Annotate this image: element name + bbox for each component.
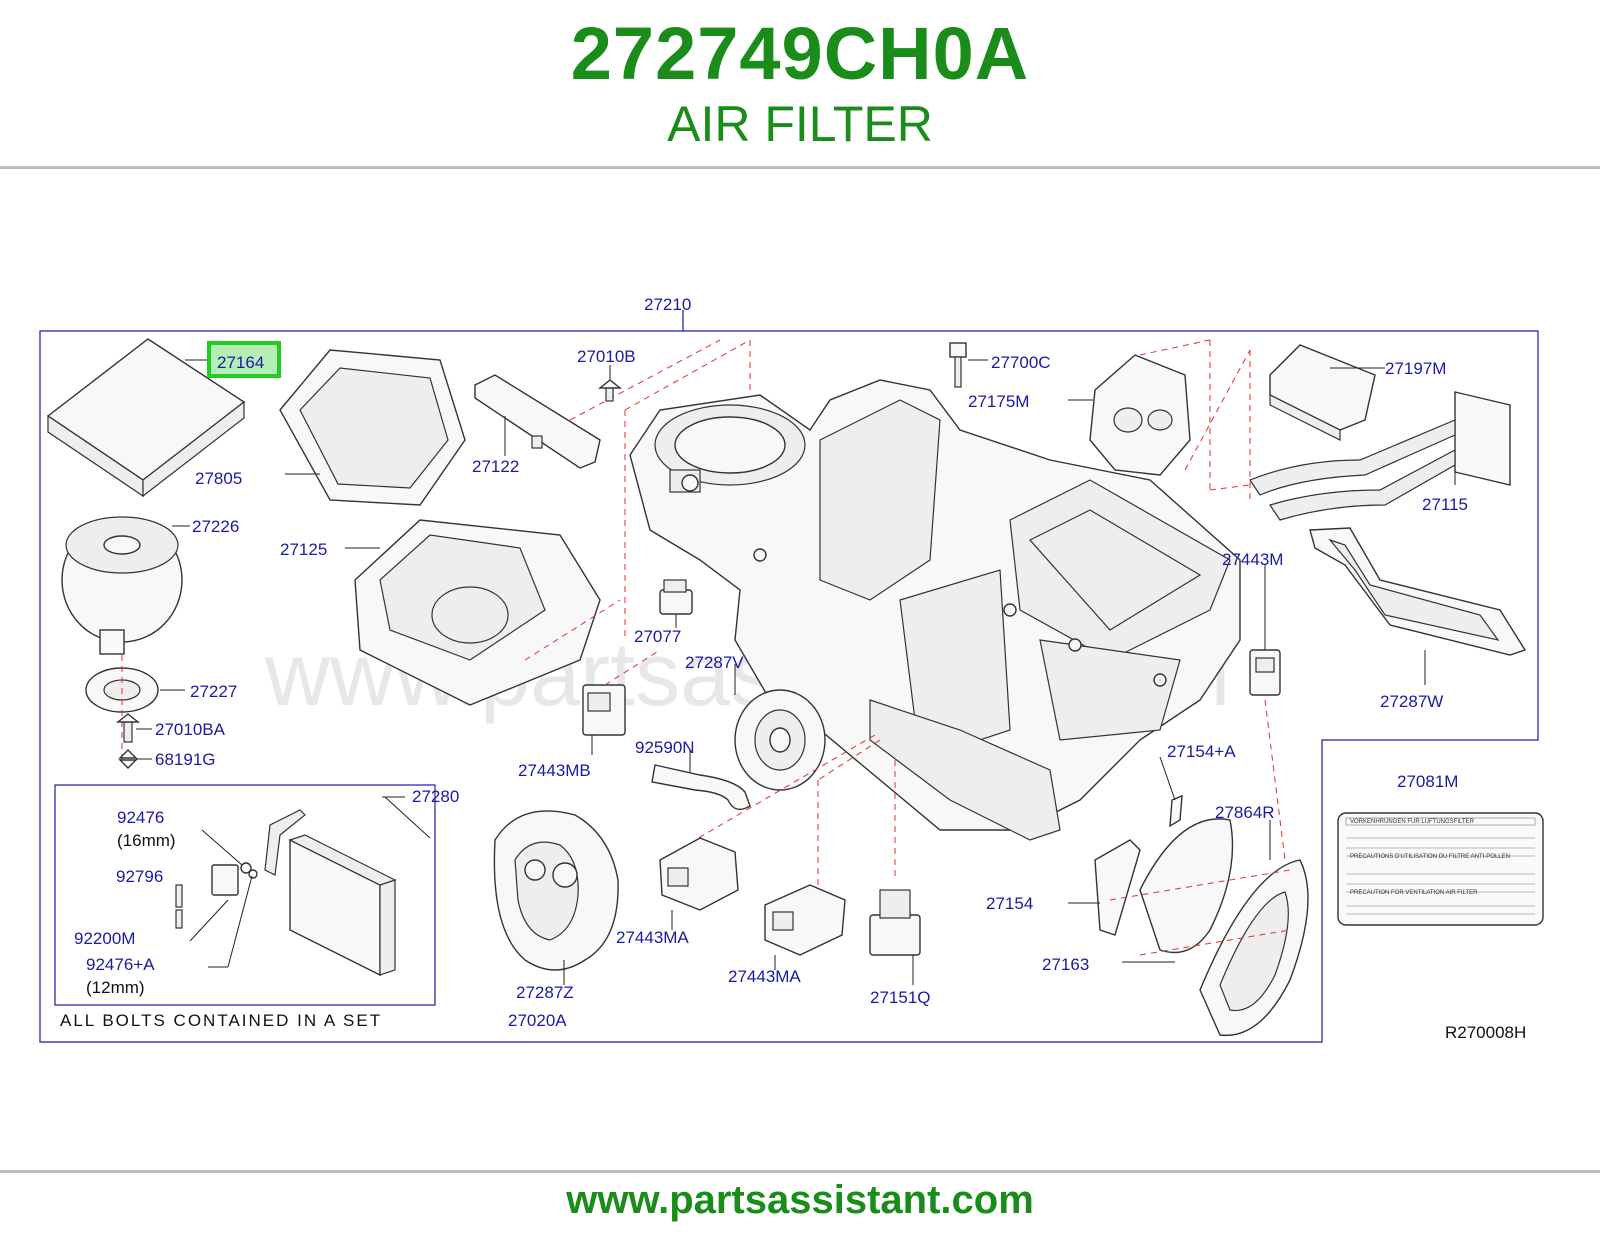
part-number-title: 272749CH0A (570, 12, 1030, 95)
warning-label-line3: PRECAUTION FOR VENTILATION AIR FILTER (1350, 890, 1478, 896)
label-27010B[interactable]: 27010B (577, 347, 636, 366)
part-27154[interactable] (1094, 839, 1141, 936)
label-92796[interactable]: 92796 (116, 867, 163, 886)
dash-duct-c (1209, 484, 1251, 491)
warning-label-part[interactable] (1337, 812, 1544, 926)
leader-27280-b (384, 796, 431, 839)
dash-center-b (817, 739, 881, 781)
footer-divider (0, 1170, 1600, 1173)
dash-27163-a (1109, 869, 1291, 901)
filter-cover-part[interactable] (474, 374, 601, 469)
label-92200M[interactable]: 92200M (74, 929, 135, 948)
dash-duct-d (1184, 349, 1251, 471)
door-27864R-part[interactable] (1139, 818, 1234, 954)
resistor-27151Q-part[interactable] (869, 889, 921, 956)
dash-duct-a (1139, 339, 1211, 356)
label-27226[interactable]: 27226 (192, 517, 239, 536)
label-27154A[interactable]: 27154+A (1167, 742, 1236, 761)
label-27010BA[interactable]: 27010BA (155, 720, 226, 739)
label-27164[interactable]: 27164 (217, 353, 264, 372)
diagram-frame (39, 330, 1539, 1043)
filter-frame-part[interactable] (279, 349, 466, 506)
leader-92476A-b (227, 875, 253, 968)
label-27122[interactable]: 27122 (472, 457, 519, 476)
exploded-view-svg: www.partsassistant.com (39, 295, 1544, 1043)
parts-diagram: www.partsassistant.com (0, 170, 1600, 1150)
hvac-case-part[interactable] (629, 379, 1241, 841)
heater-core-part[interactable] (1249, 391, 1511, 521)
label-27197M[interactable]: 27197M (1385, 359, 1446, 378)
bolts-note: ALL BOLTS CONTAINED IN A SET (60, 1011, 382, 1030)
expansion-valve-part[interactable] (211, 862, 258, 896)
seal-27287W-part[interactable] (1309, 527, 1527, 656)
label-27287W[interactable]: 27287W (1380, 692, 1443, 711)
label-16mm: (16mm) (117, 831, 176, 850)
screw-27010B-part[interactable] (598, 379, 622, 402)
footer-url[interactable]: www.partsassistant.com (566, 1178, 1034, 1222)
label-12mm: (12mm) (86, 978, 145, 997)
label-27115[interactable]: 27115 (1422, 495, 1468, 514)
actuator-27443M-part[interactable] (1249, 649, 1281, 696)
label-92476[interactable]: 92476 (117, 808, 164, 827)
duct-27175M-part[interactable] (1089, 354, 1191, 476)
label-27280[interactable]: 27280 (412, 787, 459, 806)
leader-27154A (1159, 756, 1176, 801)
label-27125[interactable]: 27125 (280, 540, 327, 559)
evaporator-subframe (54, 784, 436, 1006)
leader-92476 (201, 829, 243, 866)
label-27805[interactable]: 27805 (195, 469, 242, 488)
actuator-27443MA-2-part[interactable] (764, 884, 846, 956)
part-27077[interactable] (659, 579, 693, 615)
bolts-92796-part[interactable] (175, 884, 183, 929)
label-27081M[interactable]: 27081M (1397, 772, 1458, 791)
label-27077[interactable]: 27077 (634, 627, 681, 646)
housing-27163-part[interactable] (1199, 859, 1309, 1037)
warning-label-line1: VORKENHRUNGEN FUR LUFTUNGSFILTER (1350, 819, 1475, 825)
dash-intake-a (524, 599, 621, 661)
reference-code: R270008H (1445, 1023, 1526, 1042)
label-27443MA-2[interactable]: 27443MA (728, 967, 801, 986)
dash-27443M (1264, 699, 1286, 861)
label-27163[interactable]: 27163 (1042, 955, 1089, 974)
label-27700C[interactable]: 27700C (991, 353, 1051, 372)
label-92476A[interactable]: 92476+A (86, 955, 155, 974)
pipe-92590N-part[interactable] (651, 764, 751, 811)
part-name-subtitle: AIR FILTER (667, 96, 933, 152)
label-27151Q[interactable]: 27151Q (870, 988, 931, 1007)
label-27287V[interactable]: 27287V (685, 653, 744, 672)
label-27864R[interactable]: 27864R (1215, 803, 1275, 822)
label-92590N[interactable]: 92590N (635, 738, 695, 757)
bracket-27197M-part[interactable] (1269, 344, 1376, 441)
evaporator-part[interactable] (264, 809, 397, 977)
label-27210[interactable]: 27210 (644, 295, 691, 314)
highlight-27164[interactable] (207, 341, 281, 378)
leader-92200M (189, 899, 229, 942)
part-27154A[interactable] (1169, 794, 1183, 828)
label-27227[interactable]: 27227 (190, 682, 237, 701)
label-68191G[interactable]: 68191G (155, 750, 216, 769)
label-27443MB[interactable]: 27443MB (518, 761, 591, 780)
header-divider (0, 166, 1600, 169)
label-27154[interactable]: 27154 (986, 894, 1033, 913)
actuator-27443MA-1-part[interactable] (659, 837, 739, 911)
seal-ring-27287V-part[interactable] (734, 689, 826, 791)
intake-housing-part[interactable] (354, 519, 601, 706)
label-27020A[interactable]: 27020A (508, 1011, 567, 1030)
actuator-27443MB-part[interactable] (582, 684, 626, 736)
label-27443M[interactable]: 27443M (1222, 550, 1283, 569)
label-27175M[interactable]: 27175M (968, 392, 1029, 411)
air-filter-part[interactable] (46, 338, 246, 498)
dash-intake-c (624, 339, 751, 411)
clip-68191G-part[interactable] (118, 749, 138, 769)
dash-27163-b (1139, 929, 1291, 956)
label-27287Z[interactable]: 27287Z (516, 983, 574, 1002)
blower-motor-part[interactable] (61, 516, 183, 655)
sensor-27700C-part[interactable] (949, 342, 967, 388)
blower-housing-part[interactable] (493, 810, 619, 971)
screw-27010BA-part[interactable] (116, 713, 140, 743)
warning-label-line2: PRECAUTIONS D'UTILISATION DU FILTRE ANTI… (1350, 854, 1510, 860)
dash-center-a (694, 734, 876, 841)
page-header: 272749CH0A AIR FILTER (0, 0, 1600, 168)
label-27443MA-1[interactable]: 27443MA (616, 928, 689, 947)
